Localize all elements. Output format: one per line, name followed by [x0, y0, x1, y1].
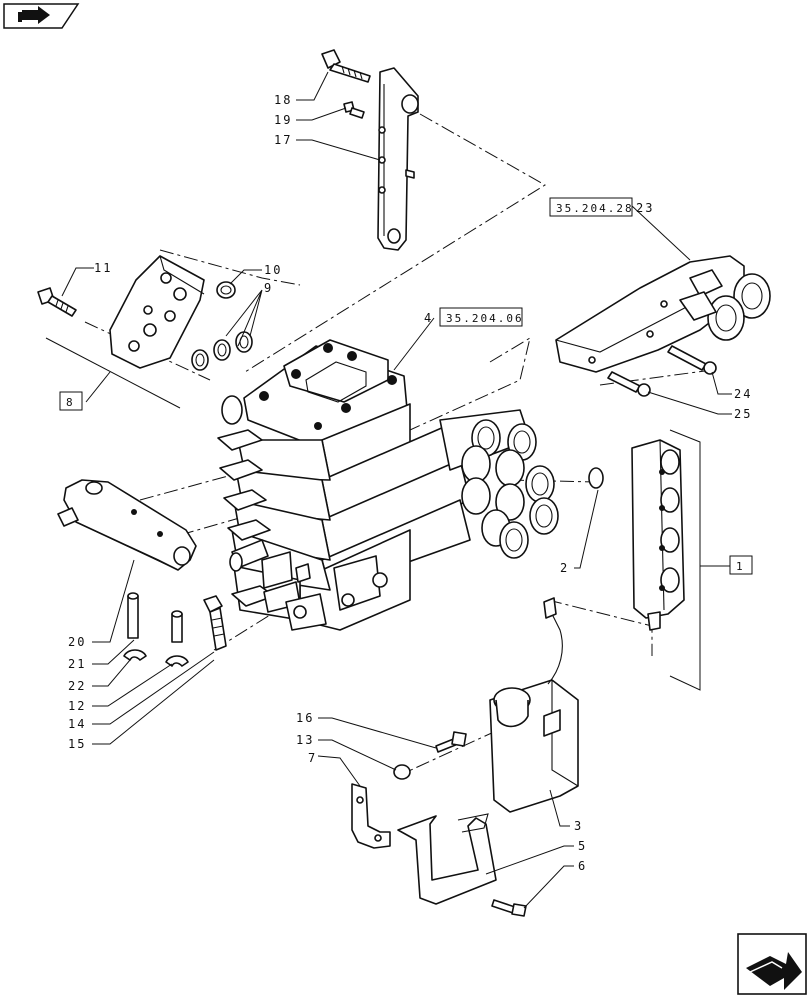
- next-page-arrow-icon[interactable]: [737, 933, 807, 995]
- bolt-6: [491, 899, 527, 917]
- callout-4: 4: [424, 311, 433, 325]
- flange-block-8: [109, 255, 205, 369]
- cap-screw-11: [37, 287, 77, 317]
- svg-text:1: 1: [736, 560, 745, 573]
- callout-14: 14: [68, 717, 86, 731]
- callout-12: 12: [68, 699, 86, 713]
- callout-24: 24: [734, 387, 752, 401]
- screw-19: [343, 101, 365, 119]
- washer-13: [393, 764, 411, 780]
- callout-15: 15: [68, 737, 86, 751]
- svg-text:8: 8: [66, 396, 75, 409]
- svg-text:35.204.28: 35.204.28: [556, 202, 634, 215]
- callout-21: 21: [68, 657, 86, 671]
- callout-25: 25: [734, 407, 752, 421]
- cap-screw-18: [321, 49, 371, 83]
- clips-22: [123, 649, 189, 667]
- ref-box-35-204-28[interactable]: 35.204.28: [549, 197, 634, 217]
- strap-5: [397, 813, 497, 905]
- reservoir-3: [489, 597, 579, 813]
- bolt-14: [203, 595, 227, 651]
- callout-11: 11: [94, 261, 112, 275]
- ref-box-8[interactable]: 8: [59, 391, 83, 411]
- book-arrow-icon[interactable]: [3, 3, 80, 29]
- pins-21: [127, 592, 183, 643]
- callout-16: 16: [296, 711, 314, 725]
- leader-lines: [45, 71, 732, 909]
- manifold-23: [555, 255, 771, 373]
- callout-17: 17: [274, 133, 292, 147]
- coupler-block-1: [631, 439, 685, 631]
- callout-23: 23: [636, 201, 654, 215]
- callout-10: 10: [264, 263, 282, 277]
- ref-box-35-204-06[interactable]: 35.204.06: [439, 307, 524, 327]
- callout-20: 20: [68, 635, 86, 649]
- o-rings-9: [191, 331, 253, 371]
- bolt-16: [435, 731, 467, 753]
- svg-text:35.204.06: 35.204.06: [446, 312, 524, 325]
- callout-3: 3: [574, 819, 583, 833]
- screw-25: [607, 371, 651, 397]
- o-ring-10: [216, 281, 236, 299]
- bracket-7: [351, 783, 391, 849]
- callout-labels: 18 19 17 11 10 9 4 23 24 25 2 20 21 22 1…: [68, 93, 752, 873]
- callout-13: 13: [296, 733, 314, 747]
- link-plate-20: [57, 479, 197, 571]
- control-valve-4: [217, 339, 559, 631]
- screw-24: [667, 345, 717, 375]
- callout-2: 2: [560, 561, 569, 575]
- bracket-plate-17: [377, 67, 419, 251]
- callout-5: 5: [578, 839, 587, 853]
- callout-22: 22: [68, 679, 86, 693]
- callout-19: 19: [274, 113, 292, 127]
- callout-18: 18: [274, 93, 292, 107]
- callout-9: 9: [264, 281, 273, 295]
- callout-7: 7: [308, 751, 317, 765]
- callout-6: 6: [578, 859, 587, 873]
- o-ring-2: [588, 467, 604, 489]
- quick-couplers: [439, 409, 559, 559]
- ref-box-1[interactable]: 1: [729, 555, 753, 575]
